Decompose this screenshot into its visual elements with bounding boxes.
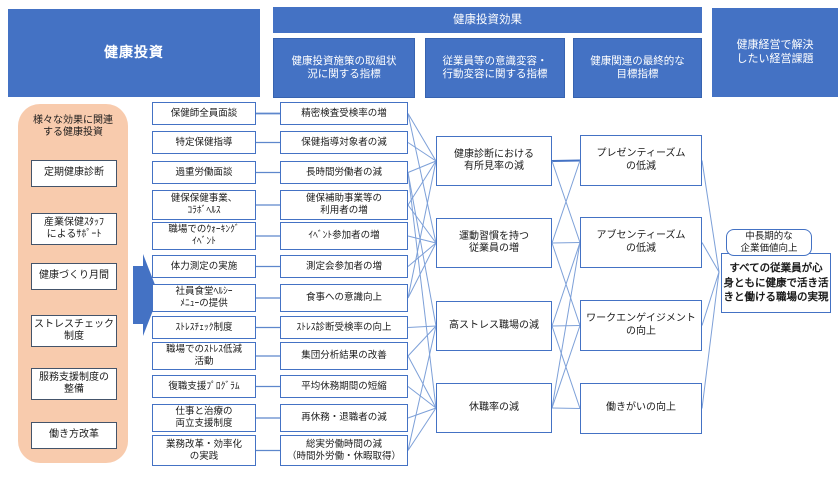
indicator-box: 集団分析結果の改善 (280, 342, 408, 370)
process-indicator-header: 健康投資施策の取組状 況に関する指標 (273, 38, 415, 98)
indicator-box: 食事への意識向上 (280, 284, 408, 312)
activity-box: 復職支援ﾌﾟﾛｸﾞﾗﾑ (152, 375, 256, 398)
goal-body-box: すべての従業員が心 身ともに健康で活き活 きと働ける職場の実現 (721, 253, 831, 313)
behavior-box: 高ストレス職場の減 (436, 301, 552, 351)
behavior-box: 健康診断における 有所見率の減 (436, 136, 552, 186)
indicator-box: 平均休務期間の短縮 (280, 375, 408, 398)
connector-line (407, 142, 437, 162)
indicator-box: 精密検査受検率の増 (280, 102, 408, 125)
connector-line (407, 160, 437, 299)
left-panel-item: 働き方改革 (31, 422, 117, 449)
indicator-box: 健保補助事業等の 利用者の増 (280, 190, 408, 220)
activity-box: ｽﾄﾚｽﾁｪｯｸ制度 (152, 316, 256, 339)
activity-box: 仕事と治療の 両立支援制度 (152, 404, 256, 432)
activity-box: 特定保健指導 (152, 131, 256, 154)
left-panel-title: 様々な効果に関連 する健康投資 (33, 114, 113, 139)
connector-line (407, 325, 437, 357)
indicator-box: ｲﾍﾞﾝﾄ参加者の増 (280, 222, 408, 250)
connector-line (407, 113, 437, 162)
activity-box: 健保保健事業、 ｺﾗﾎﾞﾍﾙｽ (152, 190, 256, 220)
connector-line (551, 242, 581, 327)
activity-box: 保健師全員面談 (152, 102, 256, 125)
target-box: 働きがいの向上 (580, 383, 702, 434)
connector-line (407, 160, 437, 173)
left-panel-item: 定期健康診断 (31, 160, 117, 187)
connector-line (407, 172, 437, 409)
connector-line (701, 242, 720, 273)
effect-header-box: 健康投資効果 (273, 7, 702, 33)
connector-line (407, 172, 437, 327)
connector-line (551, 407, 581, 409)
activity-box: 過重労働面談 (152, 161, 256, 184)
management-issues-box: 健康経営で解決 したい経営課題 (712, 8, 838, 97)
left-panel-item: 健康づくり月間 (31, 263, 117, 290)
behavior-box: 休職率の減 (436, 383, 552, 433)
behavior-indicator-header: 従業員等の意識変容・ 行動変容に関する指標 (425, 38, 565, 98)
connector-line (407, 242, 437, 299)
activity-box: 体力測定の実施 (152, 255, 256, 278)
left-panel-item: 産業保健ｽﾀｯﾌ によるｻﾎﾟｰﾄ (31, 213, 117, 245)
connector-line (407, 386, 437, 409)
activity-box: 社員食堂ﾍﾙｼｰ ﾒﾆｭｰの提供 (152, 284, 256, 312)
connector-line (701, 160, 720, 273)
connector-line (407, 242, 437, 267)
left-panel-item: ストレスチェック 制度 (31, 315, 117, 347)
connector-line (701, 271, 720, 409)
flow-arrow-icon (133, 254, 159, 336)
connector-line (407, 325, 437, 328)
connector-line (701, 271, 720, 326)
target-box: アブセンティーズム の低減 (580, 217, 702, 268)
activity-box: 業務改革・効率化 の実践 (152, 435, 256, 466)
indicator-box: ｽﾄﾚｽ診断受検率の向上 (280, 316, 408, 339)
connector-line (407, 407, 437, 419)
indicator-box: 保健指導対象者の減 (280, 131, 408, 154)
left-panel-item: 服務支援制度の 整備 (31, 368, 117, 400)
connector-line (407, 355, 437, 409)
goal-title-box: 中長期的な 企業価値向上 (726, 229, 812, 256)
connector-line (551, 159, 581, 162)
indicator-box: 長時間労働者の減 (280, 161, 408, 184)
activity-box: 職場でのｽﾄﾚｽ低減 活動 (152, 342, 256, 370)
connector-line (407, 113, 437, 244)
connector-line (407, 407, 437, 451)
connector-line (407, 235, 437, 244)
indicator-box: 総実労働時間の減 （時間外労働・休暇取得） (280, 435, 408, 466)
indicator-box: 再休務・退職者の減 (280, 404, 408, 432)
connector-line (551, 325, 581, 409)
connector-line (551, 242, 581, 409)
investment-header-box: 健康投資 (8, 9, 260, 97)
target-indicator-header: 健康関連の最終的な 目標指標 (573, 38, 702, 98)
activity-box: 職場でのｳｫｰｷﾝｸﾞ ｲﾍﾞﾝﾄ (152, 222, 256, 250)
behavior-box: 運動習慣を持つ 従業員の増 (436, 218, 552, 268)
connector-line (551, 242, 581, 244)
target-box: ワークエンゲイジメント の向上 (580, 300, 702, 351)
indicator-box: 測定会参加者の増 (280, 255, 408, 278)
target-box: プレゼンティーズム の低減 (580, 135, 702, 186)
connector-line (407, 325, 437, 451)
connector-line (551, 160, 581, 244)
